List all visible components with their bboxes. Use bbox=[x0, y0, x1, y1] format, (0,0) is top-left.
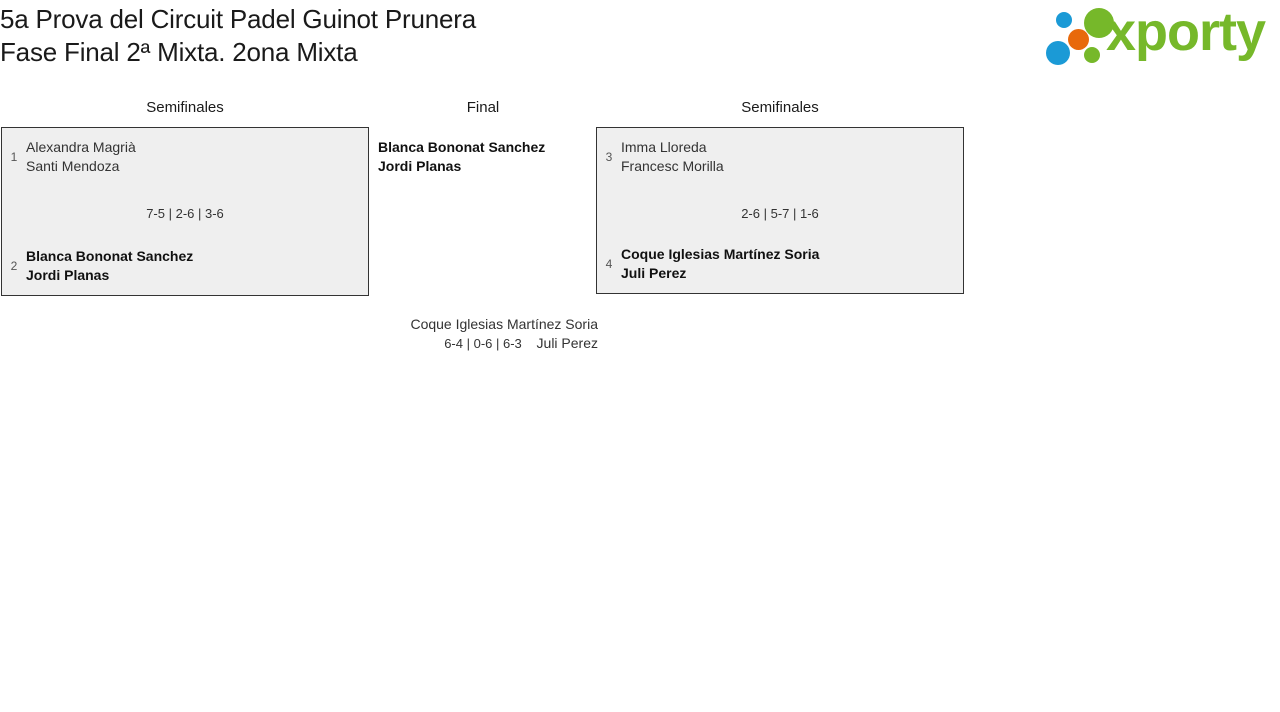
column-heading-semifinals-left: Semifinales bbox=[146, 99, 224, 116]
seed-number: 4 bbox=[605, 257, 613, 271]
player-name: Francesc Morilla bbox=[621, 158, 724, 174]
player-name: Santi Mendoza bbox=[26, 158, 120, 174]
match-score: 7-5 | 2-6 | 3-6 bbox=[146, 206, 224, 221]
player-name: Coque Iglesias Martínez Soria bbox=[621, 246, 820, 262]
team-slot-seed-2[interactable]: 2 Blanca Bononat Sanchez Jordi Planas bbox=[2, 247, 368, 285]
match-semifinal-left[interactable]: 1 Alexandra Magrià Santi Mendoza 7-5 | 2… bbox=[1, 127, 369, 296]
logo-dot-green-small bbox=[1084, 47, 1100, 63]
final-loser-team[interactable]: Coque Iglesias Martínez Soria Juli Perez bbox=[370, 315, 598, 353]
logo-dot-blue-large bbox=[1046, 41, 1070, 65]
player-name: Blanca Bononat Sanchez bbox=[378, 139, 546, 155]
team-names: Imma Lloreda Francesc Morilla bbox=[621, 138, 963, 176]
player-name: Coque Iglesias Martínez Soria bbox=[410, 316, 598, 332]
logo-wordmark: xporty bbox=[1106, 2, 1266, 62]
xporty-logo[interactable]: xporty bbox=[1042, 2, 1274, 67]
seed-number: 3 bbox=[605, 150, 613, 164]
match-final[interactable]: Blanca Bononat Sanchez Jordi Planas 6-4 … bbox=[370, 127, 598, 427]
page-header: 5a Prova del Circuit Padel Guinot Pruner… bbox=[0, 0, 1280, 86]
player-name: Jordi Planas bbox=[378, 158, 462, 174]
player-name: Blanca Bononat Sanchez bbox=[26, 248, 194, 264]
match-score: 2-6 | 5-7 | 1-6 bbox=[741, 206, 819, 221]
team-slot-seed-1[interactable]: 1 Alexandra Magrià Santi Mendoza bbox=[2, 138, 368, 176]
player-name: Juli Perez bbox=[621, 265, 687, 281]
tournament-title: 5a Prova del Circuit Padel Guinot Pruner… bbox=[0, 3, 900, 69]
logo-dots-icon bbox=[1042, 5, 1114, 67]
title-line-2: Fase Final 2ª Mixta. 2ona Mixta bbox=[0, 37, 358, 67]
final-winner-team[interactable]: Blanca Bononat Sanchez Jordi Planas bbox=[378, 138, 598, 176]
column-heading-final: Final bbox=[466, 99, 500, 116]
logo-dot-orange bbox=[1068, 29, 1089, 50]
match-score: 6-4 | 0-6 | 6-3 bbox=[444, 336, 522, 351]
column-heading-semifinals-right: Semifinales bbox=[741, 99, 819, 116]
team-names: Alexandra Magrià Santi Mendoza bbox=[26, 138, 368, 176]
team-names: Blanca Bononat Sanchez Jordi Planas bbox=[26, 247, 368, 285]
title-line-1: 5a Prova del Circuit Padel Guinot Pruner… bbox=[0, 4, 476, 34]
seed-number: 1 bbox=[10, 150, 18, 164]
player-name: Juli Perez bbox=[536, 335, 598, 351]
team-slot-seed-3[interactable]: 3 Imma Lloreda Francesc Morilla bbox=[597, 138, 963, 176]
seed-number: 2 bbox=[10, 259, 18, 273]
team-slot-seed-4[interactable]: 4 Coque Iglesias Martínez Soria Juli Per… bbox=[597, 245, 963, 283]
player-name: Imma Lloreda bbox=[621, 139, 707, 155]
match-semifinal-right[interactable]: 3 Imma Lloreda Francesc Morilla 2-6 | 5-… bbox=[596, 127, 964, 294]
team-names: Coque Iglesias Martínez Soria Juli Perez bbox=[621, 245, 963, 283]
logo-dot-blue-small bbox=[1056, 12, 1072, 28]
logo-dot-green-large bbox=[1084, 8, 1114, 38]
player-name: Alexandra Magrià bbox=[26, 139, 136, 155]
player-name: Jordi Planas bbox=[26, 267, 110, 283]
